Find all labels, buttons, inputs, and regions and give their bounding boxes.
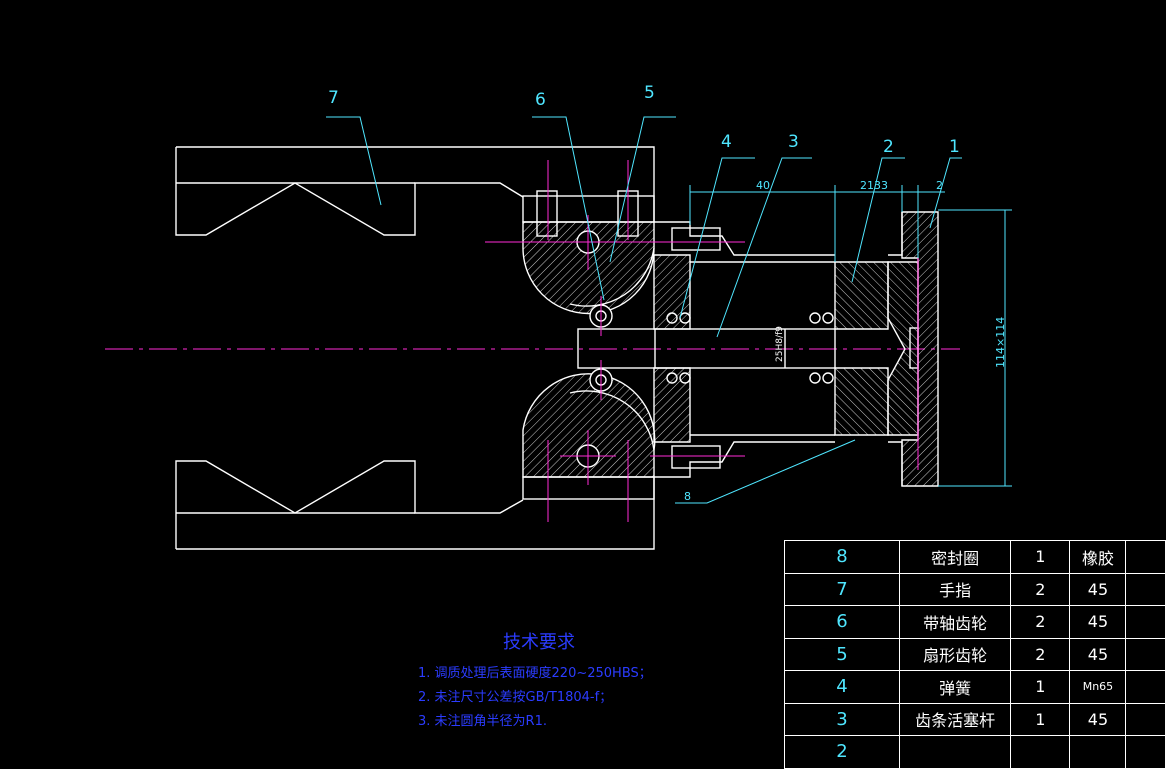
table-row: 6 带轴齿轮 2 45 [784, 605, 1166, 639]
dim-bore: 25H8/f9 [775, 326, 785, 362]
dim-2133: 2133 [860, 179, 888, 192]
bom-name: 弹簧 [898, 670, 1012, 704]
bom-material: 45 [1069, 605, 1127, 639]
bom-index: 5 [784, 637, 900, 671]
leader-lines [326, 116, 962, 504]
bom-name: 扇形齿轮 [898, 637, 1012, 671]
bom-qty: 1 [1010, 540, 1071, 574]
assembly-drawing: 40 2133 2 114×114 25H8/f9 7 6 5 4 3 2 1 … [105, 83, 1012, 550]
bom-qty [1010, 735, 1071, 769]
bom-index: 2 [784, 735, 900, 769]
part-label-6: 6 [535, 90, 546, 110]
table-row: 2 [784, 735, 1166, 769]
tech-requirement-1: 1. 调质处理后表面硬度220~250HBS； [418, 666, 652, 681]
part-label-5: 5 [644, 83, 655, 103]
bom-name: 手指 [898, 572, 1012, 606]
bom-material: 45 [1069, 637, 1127, 671]
tech-requirements-title: 技术要求 [503, 632, 575, 653]
lower-sector-gear [522, 368, 656, 500]
cylinder-body [653, 221, 835, 478]
bom-qty: 1 [1010, 702, 1071, 736]
piston [666, 261, 889, 436]
end-cap [887, 211, 939, 487]
bom-material [1069, 735, 1127, 769]
bom-extra [1125, 540, 1166, 574]
dim-2: 2 [936, 179, 943, 192]
table-row: 3 齿条活塞杆 1 45 [784, 702, 1166, 736]
bom-extra [1125, 637, 1166, 671]
tech-requirement-2: 2. 未注尺寸公差按GB/T1804-f； [418, 690, 613, 705]
part-label-1: 1 [949, 137, 960, 157]
bom-extra [1125, 670, 1166, 704]
table-row: 4 弹簧 1 Mn65 [784, 670, 1166, 704]
part-label-4: 4 [721, 132, 732, 152]
bom-material: 橡胶 [1069, 540, 1127, 574]
tech-requirement-3: 3. 未注圆角半径为R1. [418, 714, 547, 729]
bom-material: 45 [1069, 702, 1127, 736]
bom-name: 齿条活塞杆 [898, 702, 1012, 736]
part-label-3: 3 [788, 132, 799, 152]
bom-index: 4 [784, 670, 900, 704]
dim-114: 114×114 [994, 317, 1007, 368]
rack-piston-rod [577, 328, 836, 369]
bom-qty: 1 [1010, 670, 1071, 704]
bom-name: 带轴齿轮 [898, 605, 1012, 639]
table-row: 7 手指 2 45 [784, 572, 1166, 606]
bom-index: 3 [784, 702, 900, 736]
table-row: 5 扇形齿轮 2 45 [784, 637, 1166, 671]
bom-qty: 2 [1010, 572, 1071, 606]
bom-qty: 2 [1010, 637, 1071, 671]
bom-index: 6 [784, 605, 900, 639]
bom-name: 密封圈 [898, 540, 1012, 574]
bom-extra [1125, 702, 1166, 736]
bom-index: 7 [784, 572, 900, 606]
lower-finger [175, 460, 655, 550]
bom-index: 8 [784, 540, 900, 574]
part-label-8: 8 [684, 490, 691, 503]
bom-material: 45 [1069, 572, 1127, 606]
bom-extra [1125, 605, 1166, 639]
dimension-lines [689, 185, 1012, 487]
bom-name [898, 735, 1012, 769]
table-row: 8 密封圈 1 橡胶 [784, 540, 1166, 574]
part-label-2: 2 [883, 137, 894, 157]
dim-40: 40 [756, 179, 770, 192]
bom-qty: 2 [1010, 605, 1071, 639]
bill-of-materials: 8 密封圈 1 橡胶 7 手指 2 45 6 带轴齿轮 2 45 5 扇形齿轮 … [784, 540, 1166, 769]
bom-material: Mn65 [1069, 670, 1127, 704]
bom-extra [1125, 572, 1166, 606]
part-label-7: 7 [328, 88, 339, 108]
bom-extra [1125, 735, 1166, 769]
